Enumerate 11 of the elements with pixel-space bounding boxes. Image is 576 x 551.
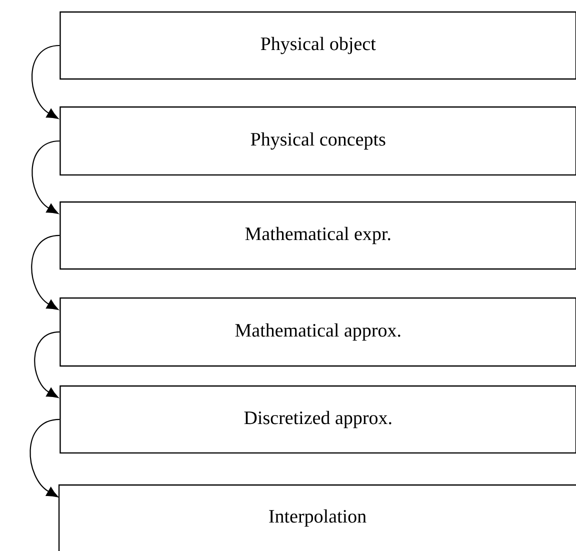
process-box: Mathematical approx.: [60, 297, 576, 367]
curved-arrow: [32, 140, 60, 214]
process-box: Mathematical expr.: [60, 201, 576, 270]
curved-arrow: [31, 234, 60, 310]
process-box: Interpolation: [58, 484, 576, 551]
process-box: Physical concepts: [60, 106, 576, 176]
process-box: Physical object: [60, 11, 576, 80]
process-box: Discretized approx.: [60, 385, 576, 454]
curved-arrow: [32, 44, 60, 119]
curved-arrow: [30, 418, 60, 498]
curved-arrow: [34, 331, 60, 398]
